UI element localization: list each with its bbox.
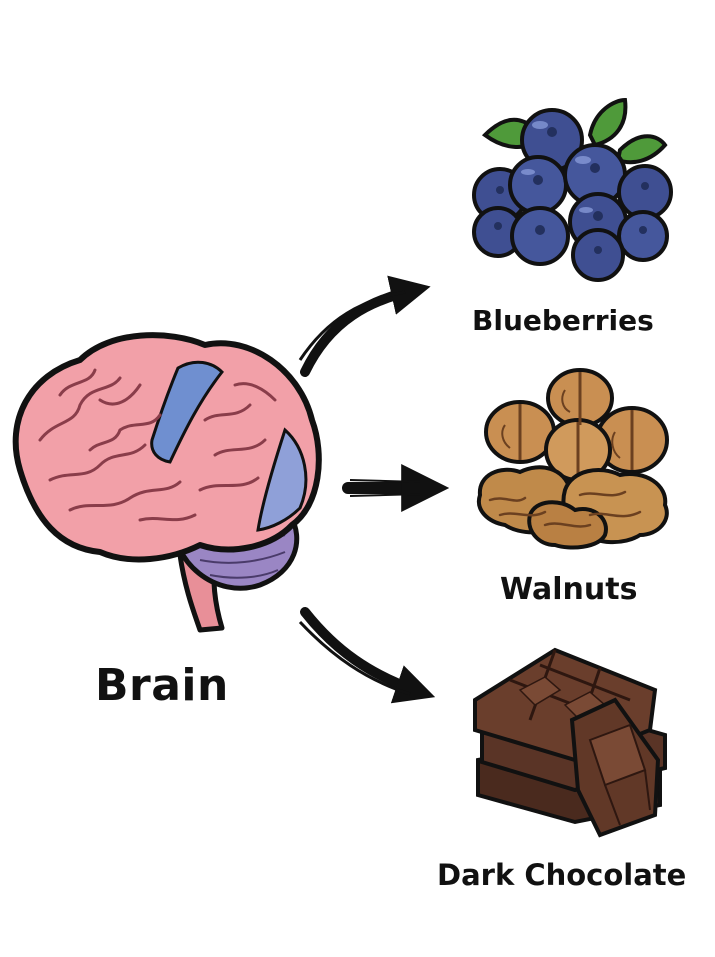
dark-chocolate-label: Dark Chocolate — [437, 858, 687, 892]
dark-chocolate-icon — [473, 647, 667, 838]
blueberries-label: Blueberries — [472, 304, 654, 337]
blueberries-icon — [472, 97, 673, 282]
walnuts-icon — [476, 368, 669, 550]
arrow-to-dark-chocolate — [298, 607, 436, 704]
brain-icon — [12, 332, 322, 633]
walnuts-label: Walnuts — [500, 572, 638, 607]
arrow-to-blueberries — [298, 275, 431, 377]
brain-label: Brain — [95, 660, 229, 711]
arrow-to-walnuts — [342, 464, 450, 512]
